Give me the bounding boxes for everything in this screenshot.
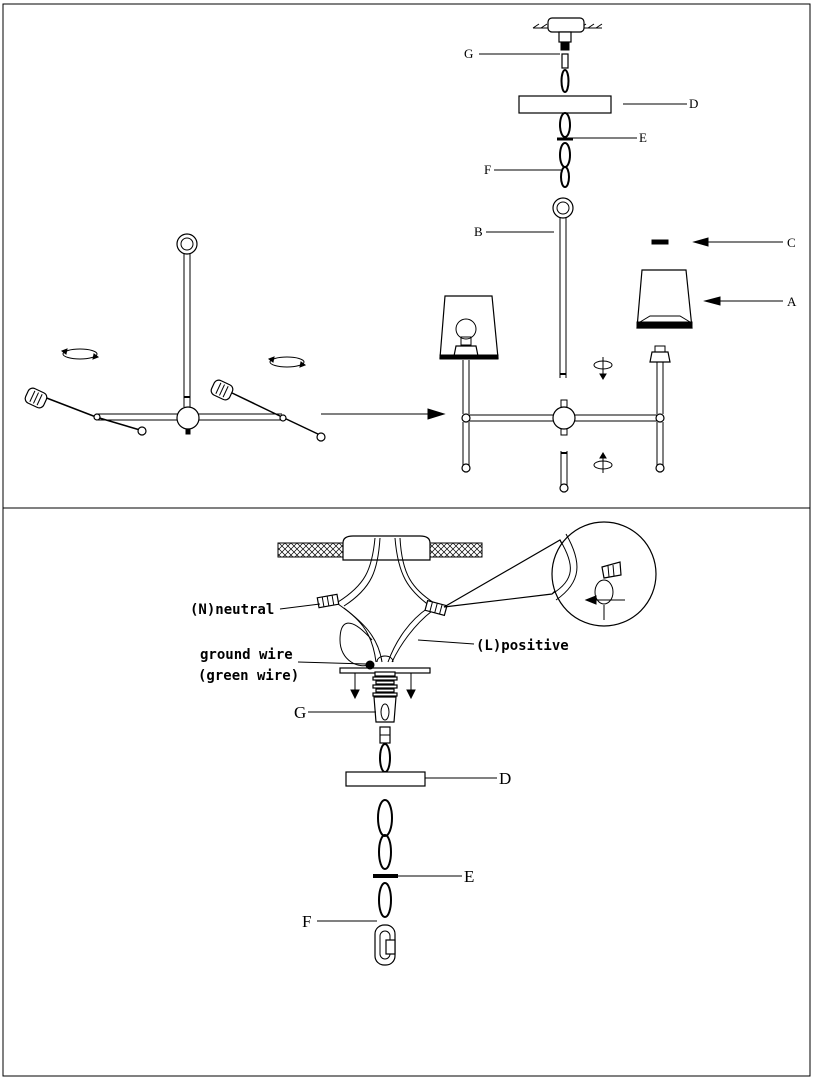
- shade-a: [636, 269, 693, 329]
- label-f-bottom: F: [302, 912, 311, 931]
- socket-right: [649, 345, 671, 414]
- rod-b: [552, 197, 574, 378]
- label-c: C: [787, 235, 796, 250]
- wiring: [337, 537, 435, 667]
- bottom-panel-frame: [2, 507, 811, 1077]
- assembled-frame: [461, 399, 665, 493]
- rotate-arrow-icon: [593, 452, 613, 473]
- chain-top: [518, 53, 612, 188]
- wire-nut-right: [424, 599, 448, 617]
- detail-inset: [443, 521, 657, 627]
- label-d-top: D: [689, 96, 698, 111]
- wire-nut-detail: [601, 561, 622, 579]
- nut-c: [651, 239, 669, 245]
- assembly-arrow-icon: [321, 408, 446, 420]
- label-ground-wire: ground wire: [200, 647, 293, 663]
- label-d-bottom: D: [499, 769, 511, 788]
- rotate-arrow-icon: [60, 348, 100, 360]
- label-f-top: F: [484, 162, 491, 177]
- label-g-top: G: [464, 46, 473, 61]
- fitting-g: [372, 671, 398, 723]
- canopy-plate-d: [345, 771, 426, 787]
- chain-bottom: [345, 726, 426, 966]
- label-green-wire: (green wire): [198, 668, 299, 684]
- rotate-arrow-icon: [267, 356, 307, 368]
- shade-with-bulb: [439, 295, 499, 414]
- ceiling-canopy: [277, 535, 483, 561]
- top-panel-frame: [2, 3, 811, 509]
- label-g-bottom: G: [294, 703, 306, 722]
- rotate-arrow-icon: [593, 357, 613, 380]
- folded-fixture: [24, 233, 326, 442]
- label-e-bottom: E: [464, 867, 474, 886]
- label-positive: (L)positive: [476, 638, 569, 654]
- label-e-top: E: [639, 130, 647, 145]
- label-neutral: (N)neutral: [190, 602, 274, 618]
- label-b: B: [474, 224, 483, 239]
- label-a: A: [787, 294, 797, 309]
- canopy-top: [532, 17, 603, 51]
- wire-nut-left: [316, 593, 340, 609]
